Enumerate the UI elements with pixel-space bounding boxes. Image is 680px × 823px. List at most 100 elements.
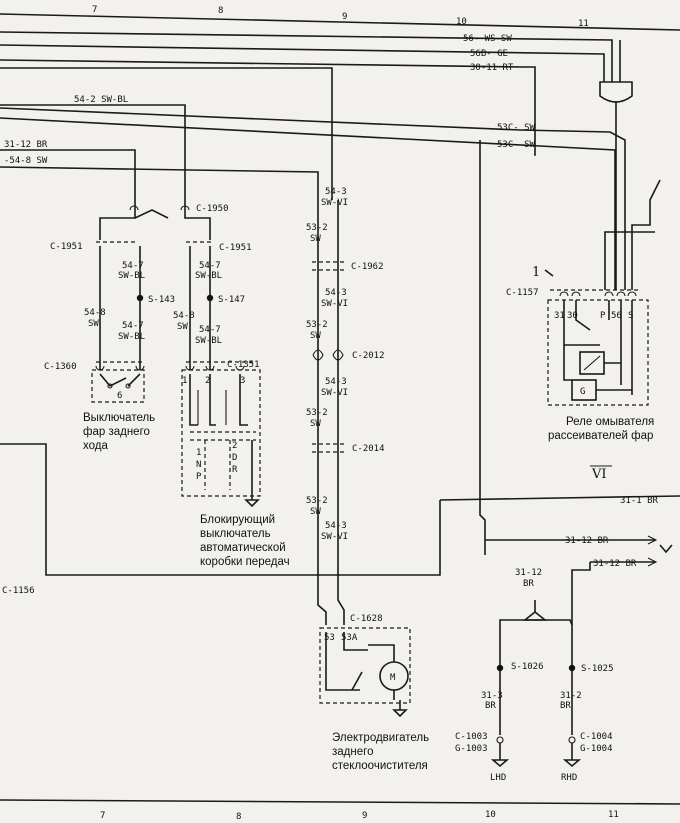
bus-label-sw-left: -54-8 SW: [4, 156, 48, 166]
pos-2: 2: [232, 441, 237, 451]
caption-motor-1: Электродвигатель: [332, 732, 429, 744]
splice-s143: S-143: [148, 295, 175, 305]
wire-532b-2: SW: [310, 331, 321, 341]
label-rhd: RHD: [561, 773, 577, 783]
wire-543c-2: SW-VI: [321, 388, 348, 398]
wire-543b-1: 54-3: [325, 288, 347, 298]
caption-relay-1: Реле омывателя: [566, 416, 654, 428]
washer-relay: [547, 289, 649, 406]
pin-2: 2: [205, 376, 210, 386]
pos-p: P: [196, 472, 202, 482]
bus-label-c1156: C-1156: [2, 586, 35, 596]
wire-543a-1: 54-3: [325, 187, 347, 197]
conn-c1951-right: C-1951: [219, 243, 252, 253]
wire-313-1: 31-3: [481, 691, 503, 701]
wire-532d-2: SW: [310, 507, 321, 517]
bus-label-ge: 56B- GE: [470, 49, 508, 59]
label-lhd: LHD: [490, 773, 506, 783]
conn-c1003: C-1003: [455, 732, 488, 742]
wire-547d-2: SW-BL: [195, 336, 222, 346]
bus-label-br-out1: 31-12 BR: [565, 536, 609, 546]
ruler-bottom-9: 9: [362, 811, 367, 821]
caption-block-2: выключатель: [200, 528, 271, 540]
conn-c1628: C-1628: [350, 614, 383, 624]
marker-1: 1: [532, 265, 540, 280]
bottom-ruler: 7 8 9 10 11: [0, 799, 680, 822]
wire-547a-2: SW-BL: [118, 271, 145, 281]
bus-label-53c-b: 53C- SW: [497, 140, 536, 150]
wire-313-2: BR: [485, 701, 496, 711]
wire-543a-2: SW-VI: [321, 198, 348, 208]
wire-3112-2: BR: [523, 579, 534, 589]
splice-s1026: S-1026: [511, 662, 544, 672]
relay-pin-g: G: [580, 387, 585, 397]
ruler-bottom-11: 11: [608, 810, 619, 820]
bus-label-sw-bl: 54-2 SW-BL: [74, 95, 128, 105]
wire-312-1: 31-2: [560, 691, 582, 701]
conn-g1004: G-1004: [580, 744, 613, 754]
ruler-top-7: 7: [92, 5, 97, 15]
wire-3112-1: 31-12: [515, 568, 542, 578]
conn-c1962: C-1962: [351, 262, 384, 272]
relay-pin-s: S: [628, 311, 633, 321]
wire-548a-1: 54-8: [84, 308, 106, 318]
conn-g1003: G-1003: [455, 744, 488, 754]
junction-symbol: [599, 81, 633, 290]
pin-53: 53: [324, 633, 335, 643]
wire-543b-2: SW-VI: [321, 299, 348, 309]
conn-c1950: C-1950: [196, 204, 229, 214]
ruler-top-10: 10: [456, 17, 467, 27]
pos-d: D: [232, 453, 237, 463]
pin-3: 3: [240, 376, 245, 386]
caption-relay-2: рассеивателей фар: [548, 430, 653, 442]
caption-motor-2: заднего: [332, 746, 373, 758]
pos-n: N: [196, 460, 201, 470]
caption-block-4: коробки передач: [200, 556, 290, 568]
ruler-bottom-8: 8: [236, 812, 241, 822]
wire-548a-2: SW: [88, 319, 99, 329]
relay-pin-p: P: [600, 311, 606, 321]
wire-532c-2: SW: [310, 419, 321, 429]
caption-reverse-2: фар заднего: [83, 426, 150, 438]
ruler-top-8: 8: [218, 6, 223, 16]
splice-s147: S-147: [218, 295, 245, 305]
bus-label-53c-a: 53C- SW: [497, 123, 536, 133]
conn-c1004: C-1004: [580, 732, 613, 742]
wire-532d-1: 53-2: [306, 496, 328, 506]
relay-pin-31: 31: [554, 311, 565, 321]
wire-548b-2: SW: [177, 322, 188, 332]
conn-c1360: C-1360: [44, 362, 77, 372]
conn-c2012: C-2012: [352, 351, 385, 361]
caption-block-3: автоматической: [200, 542, 286, 554]
reverse-light-switch: [91, 369, 145, 403]
ruler-top-11: 11: [578, 19, 589, 29]
wire-547b-1: 54-7: [199, 261, 221, 271]
bus-label-br-right: 31-1 BR: [620, 496, 659, 506]
conn-c2014: C-2014: [352, 444, 385, 454]
bus-label-ws-sw: 56- WS-SW: [463, 34, 512, 44]
wire-543c-1: 54-3: [325, 377, 347, 387]
pos-r: R: [232, 465, 238, 475]
caption-reverse-3: хода: [83, 440, 108, 452]
bus-label-br-left: 31-12 BR: [4, 140, 48, 150]
ruler-top-9: 9: [342, 12, 347, 22]
pin-1: 1: [182, 376, 187, 386]
caption-reverse-1: Выключатель: [83, 412, 155, 424]
wire-547c-1: 54-7: [122, 321, 144, 331]
bus-wires: [0, 31, 680, 576]
wire-532c-1: 53-2: [306, 408, 328, 418]
top-ruler: 7 8 9 10 11: [0, 5, 680, 31]
wire-547d-1: 54-7: [199, 325, 221, 335]
reverse-switch-circuit: [95, 205, 256, 371]
wire-532b-1: 53-2: [306, 320, 328, 330]
pin-53a: 53A: [341, 633, 358, 643]
gear-inhibitor-switch: [181, 369, 261, 508]
ruler-bottom-7: 7: [100, 811, 105, 821]
relay-pin-56: 56: [611, 311, 622, 321]
bus-label-br-out2: 31-12 BR: [593, 559, 637, 569]
splice-s1025: S-1025: [581, 664, 614, 674]
conn-c1351: C-1351: [227, 360, 260, 370]
section-numeral: VI: [591, 467, 607, 482]
relay-pin-30: 30: [567, 311, 578, 321]
